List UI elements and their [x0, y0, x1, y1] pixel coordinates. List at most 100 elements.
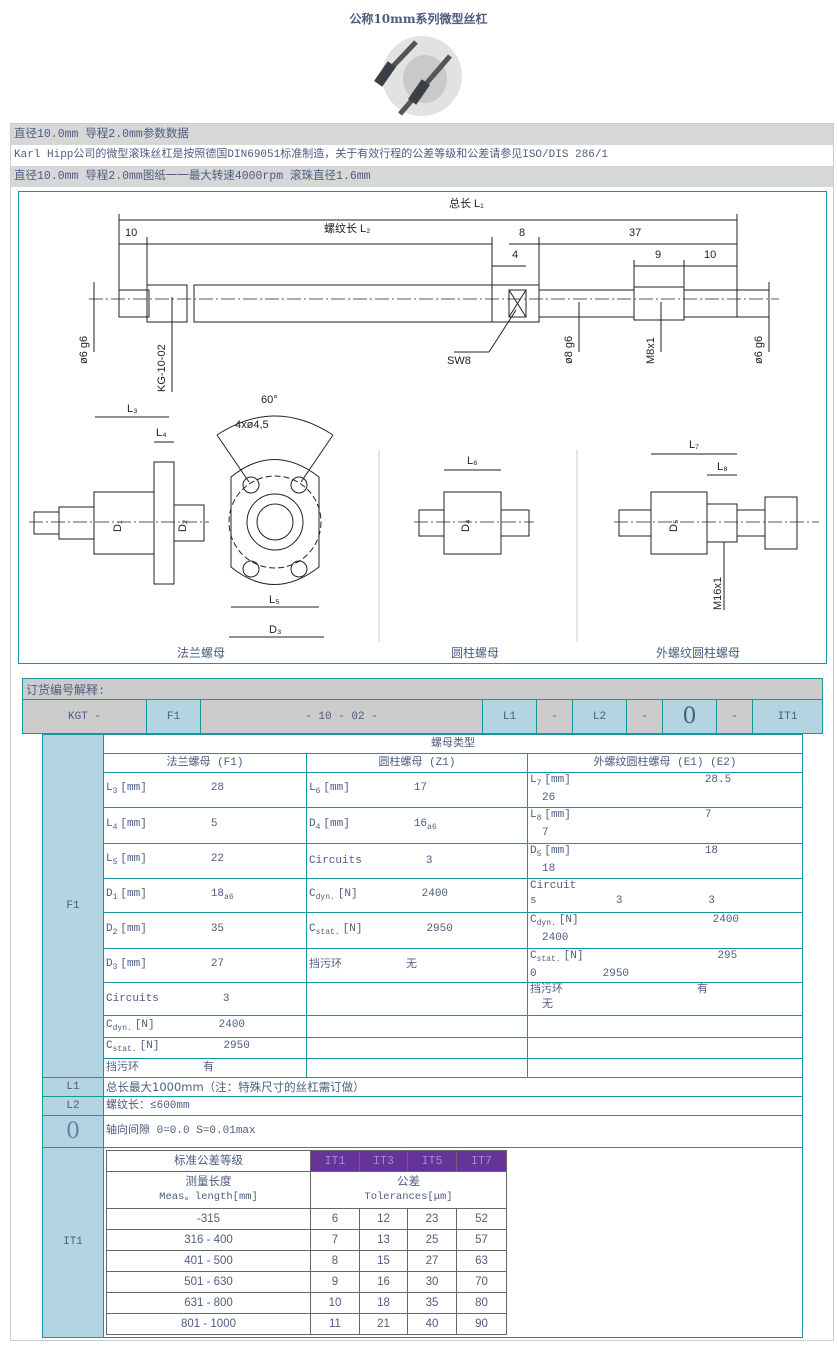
param-subscript: stat.: [536, 955, 561, 964]
param-symbol: 挡污环: [309, 959, 342, 971]
row-key-IT1: IT1: [42, 1147, 104, 1338]
code-sep: -: [626, 699, 663, 734]
param-value: 3: [223, 992, 230, 1007]
thread-length-label: 螺纹长 L₂: [324, 221, 370, 235]
param-label: 挡污环: [309, 959, 342, 971]
dim-4: 4: [512, 249, 518, 261]
param-value: 28: [211, 781, 224, 796]
param-symbol: C: [106, 1018, 113, 1031]
length-range: 631 - 800: [106, 1292, 311, 1314]
spec-cell: [526, 1058, 804, 1078]
spec-cell: L3[mm]28: [103, 772, 307, 808]
D4-label: D₄: [460, 519, 472, 532]
param-value-wrapped: 7: [542, 827, 549, 839]
spec-row: 挡污环有: [43, 1058, 804, 1078]
spec-cell: Cstat.[N]2950: [103, 1037, 307, 1059]
param-symbol: D: [106, 957, 113, 970]
code-L1: L1: [482, 699, 537, 734]
param-value: 28.5: [705, 773, 731, 788]
holes-label: 4xø4,5: [235, 419, 269, 431]
param-label: D3[mm]: [106, 957, 147, 972]
tolerance-value: 8: [310, 1250, 360, 1272]
L4-label: L₄: [156, 427, 167, 439]
param-value: 有: [697, 983, 708, 998]
tolerance-value: 18: [359, 1292, 408, 1314]
tolerance-value: 11: [310, 1313, 360, 1335]
param-label: L7[mm]: [530, 774, 571, 788]
param-value: 2950: [223, 1039, 249, 1054]
param-symbol: D: [106, 922, 113, 935]
param-value: 17: [414, 781, 427, 796]
param-value: 2400: [422, 887, 448, 902]
param-value: 7: [705, 808, 712, 823]
param-symbol: D: [309, 817, 316, 830]
param-value-text: 28: [210, 782, 225, 794]
length-range: 401 - 500: [106, 1250, 311, 1272]
tolerance-value: 15: [359, 1250, 408, 1272]
param-subscript: dyn.: [315, 892, 335, 902]
spec-cell: [526, 1037, 804, 1059]
code-tolerance: IT1: [751, 699, 824, 734]
param-label: Cdyn.[N]: [530, 914, 579, 928]
backlash-text: 轴向间隙 0=0.0 S=0.01max: [102, 1115, 804, 1148]
type-cylinder: 圆柱螺母 (Z1): [306, 753, 528, 773]
param-value: 35: [211, 922, 224, 937]
param-label: Cstat.[N]: [309, 923, 362, 937]
spec-cell: D4[mm]16a6: [306, 807, 528, 844]
tolerance-value: 27: [407, 1250, 457, 1272]
L2-text: 螺纹长：≤600mm: [102, 1096, 804, 1116]
d8-label: ø8 g6: [563, 336, 575, 364]
param-value-subscript: a6: [427, 822, 437, 832]
L6-label: L₆: [467, 455, 478, 467]
spec-cell: Cdyn.[N]2400: [103, 1015, 307, 1038]
page-title: 公称10mm系列微型丝杠: [349, 12, 488, 26]
param-value: 27: [211, 957, 224, 972]
param-symbol: L: [530, 774, 537, 786]
param-unit: [mm]: [120, 853, 147, 865]
param-symbol: L: [106, 782, 113, 794]
param-label: L4[mm]: [106, 817, 147, 832]
param-symbol: D: [530, 845, 537, 857]
spec-cell: L5[mm] 22: [103, 843, 307, 879]
dim-37: 37: [629, 227, 641, 239]
param-value: 无: [406, 958, 417, 973]
grade-label: 标准公差等级: [106, 1150, 311, 1172]
tolerance-value: 9: [310, 1271, 360, 1293]
length-range: 316 - 400: [106, 1229, 311, 1251]
row-key-L2: L2: [42, 1096, 104, 1116]
spec-cell: [526, 1015, 804, 1038]
param-label: Cdyn.[N]: [106, 1018, 155, 1033]
tolerance-value: 25: [407, 1229, 457, 1251]
param-value-text: 22: [210, 853, 225, 865]
tolerance-value: 90: [456, 1313, 507, 1335]
param-label: Cdyn.[N]: [309, 888, 358, 902]
param-value-text: 有: [203, 1061, 214, 1074]
tolerance-value: 12: [359, 1208, 408, 1230]
dim-10-right: 10: [704, 249, 716, 261]
code-size: - 10 - 02 -: [200, 699, 483, 734]
param-subscript: 5: [536, 850, 542, 859]
code-prefix: KGT -: [22, 699, 147, 734]
param-subscript: 1: [112, 892, 118, 902]
param-value-text: 295: [717, 950, 738, 962]
param-unit: [mm]: [544, 809, 571, 821]
tolerance-value: 63: [456, 1250, 507, 1272]
param-label: 挡污环: [530, 984, 563, 996]
tolerance-value: 70: [456, 1271, 507, 1293]
param-symbol: L: [106, 817, 113, 830]
spec-cell: 挡污环有无: [526, 982, 804, 1016]
row-key-backlash: 0: [42, 1115, 104, 1148]
param-value-text: 无: [406, 959, 417, 971]
param-label: L5[mm]: [106, 853, 147, 867]
param-symbol: C: [106, 1040, 113, 1052]
param-value: 2950: [426, 922, 452, 937]
